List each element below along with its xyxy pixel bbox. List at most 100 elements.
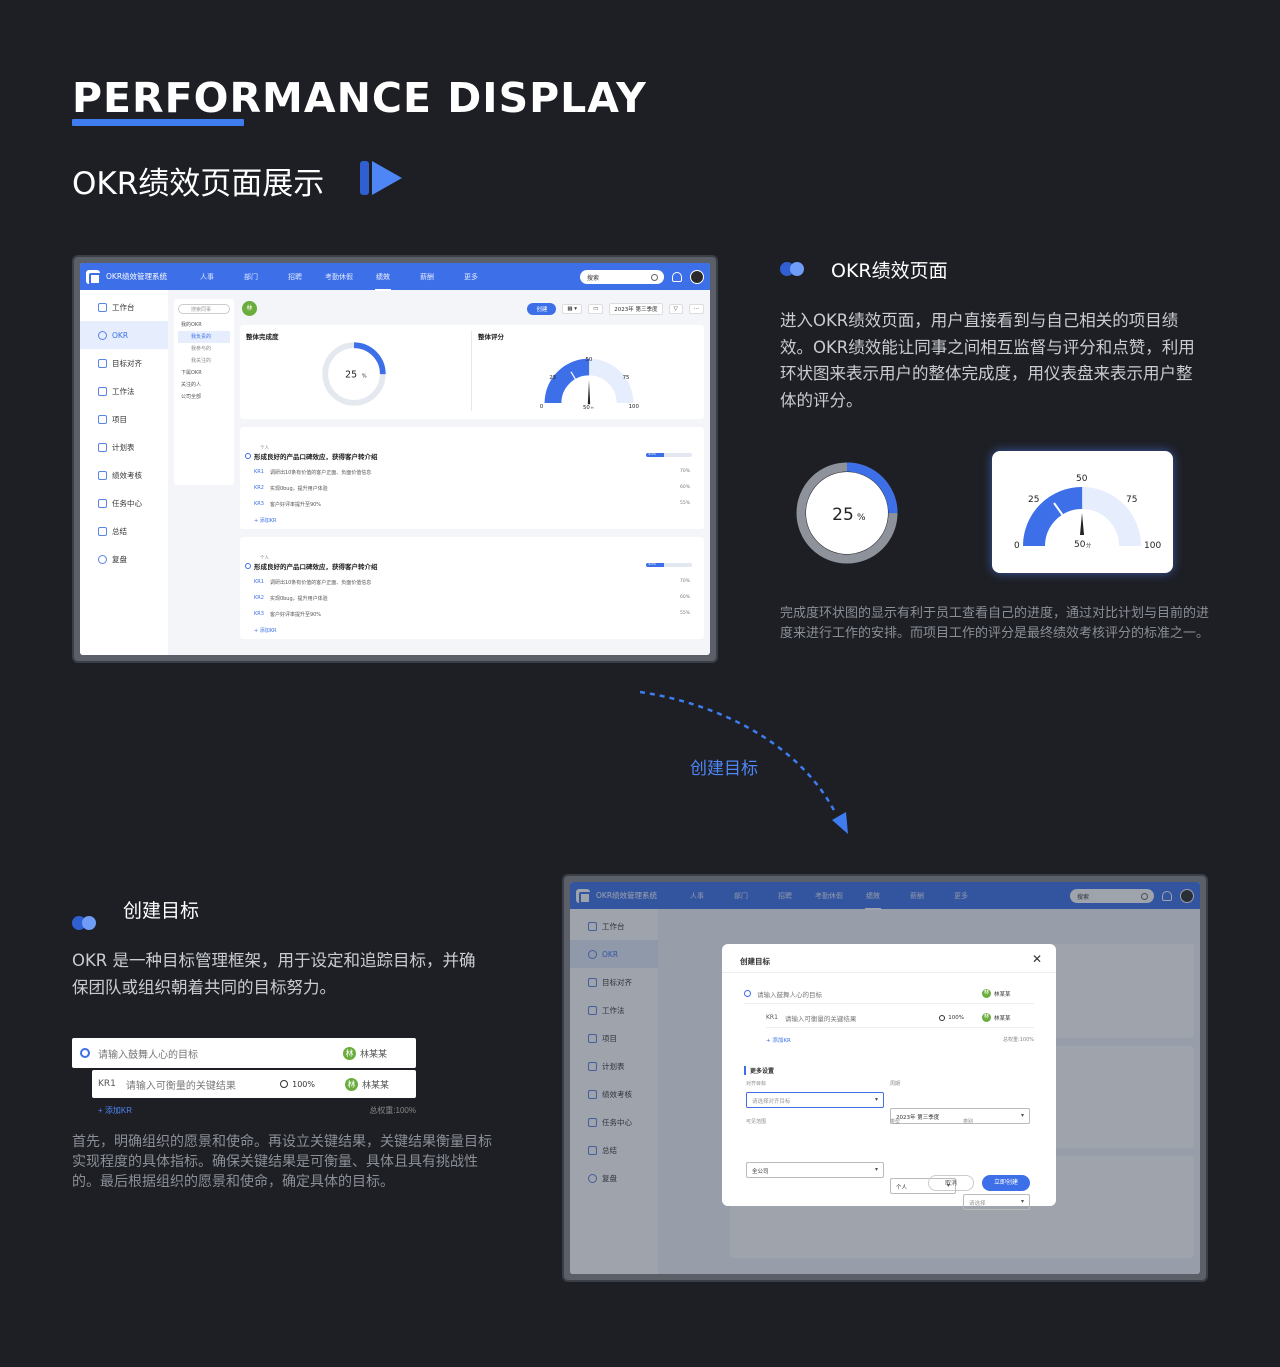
review-icon	[588, 1173, 597, 1183]
category-select[interactable]: 请选择	[963, 1194, 1030, 1210]
objective-input-row[interactable]: 请输入鼓舞人心的目标 林 林某某	[72, 1038, 416, 1068]
nav-item-hr[interactable]: 人事	[690, 891, 705, 900]
comment-icon[interactable]: ▭	[588, 304, 604, 314]
nav-item-attendance[interactable]: 考勤休假	[815, 891, 844, 900]
subnav-followed[interactable]: 我关注的	[191, 358, 212, 364]
subnav-responsible[interactable]: 我负责的	[178, 331, 230, 343]
sidebar-item-okr[interactable]: OKR	[570, 940, 658, 968]
filter-icon[interactable]: ▽	[668, 304, 683, 314]
sidebar-item-okr[interactable]: OKR	[80, 321, 168, 349]
nav-item-performance[interactable]: 绩效	[361, 272, 405, 291]
sidebar-item-align[interactable]: 目标对齐	[80, 349, 168, 377]
align-icon	[588, 977, 597, 987]
app-system-name: OKR绩效管理系统	[596, 891, 658, 900]
type-select[interactable]: 个人	[890, 1178, 956, 1194]
nav-item-recruit[interactable]: 招聘	[778, 891, 793, 900]
nav-item-dept[interactable]: 部门	[734, 891, 749, 900]
objective-progress-bar	[646, 563, 692, 567]
modal-objective-row[interactable]: 请输入鼓舞人心的目标 林 林某某	[744, 984, 1034, 1004]
okr-page-screenshot: OKR绩效管理系统 人事 部门 招聘 考勤休假 绩效 薪酬 更多 搜索 工作台 …	[72, 255, 718, 663]
nav-item-hr[interactable]: 人事	[200, 272, 215, 281]
objective-title[interactable]: 形成良好的产品口碑效应，获得客户转介绍	[254, 563, 378, 571]
sidebar-item-review[interactable]: 复盘	[80, 545, 168, 573]
view-toggle[interactable]: ▦ ▾	[562, 304, 583, 314]
sidebar-item-align[interactable]: 目标对齐	[570, 968, 658, 996]
sidebar-item-project[interactable]: 项目	[80, 405, 168, 433]
bell-icon[interactable]	[672, 271, 682, 282]
subnav-participated[interactable]: 我参与的	[191, 346, 212, 352]
add-kr-link[interactable]: + 添加KR	[98, 1106, 133, 1115]
objective-title[interactable]: 形成良好的产品口碑效应，获得客户转介绍	[254, 453, 378, 461]
scope-select[interactable]: 全公司	[746, 1162, 884, 1178]
rating-tick-100: 100	[629, 404, 640, 409]
sidebar-item-tasks[interactable]: 任务中心	[80, 489, 168, 517]
user-avatar[interactable]	[690, 269, 704, 284]
period-select[interactable]: 2023年 第三季度	[890, 1108, 1030, 1124]
subnav-search-input[interactable]: 搜索同事	[178, 304, 230, 314]
sidebar-item-summary[interactable]: 总结	[80, 517, 168, 545]
gauge-unit: 分	[1086, 542, 1091, 549]
hero-title: PERFORMANCE DISPLAY	[72, 74, 647, 122]
nav-item-salary[interactable]: 薪酬	[420, 272, 435, 281]
sidebar-item-plan[interactable]: 计划表	[80, 433, 168, 461]
sidebar-item-method[interactable]: 工作法	[80, 377, 168, 405]
subnav-my-okr[interactable]: 我的OKR	[181, 322, 202, 328]
modal-kr-row[interactable]: KR1 请输入可衡量的关键结果 100% 林 林某某	[766, 1008, 1034, 1028]
more-icon[interactable]: ···	[688, 304, 704, 314]
nav-item-more[interactable]: 更多	[464, 272, 479, 281]
score-gauge: 0 25 50 75 100 50 分	[1014, 474, 1161, 551]
subnav-followed-people[interactable]: 关注的人	[181, 382, 202, 388]
sidebar-item-tasks[interactable]: 任务中心	[570, 1108, 658, 1136]
sidebar-item-project[interactable]: 项目	[570, 1024, 658, 1052]
objective-input[interactable]: 请输入鼓舞人心的目标	[98, 1049, 198, 1061]
kr-input[interactable]: 请输入可衡量的关键结果	[125, 1080, 236, 1092]
user-avatar[interactable]	[1180, 888, 1194, 903]
sidebar-item-plan[interactable]: 计划表	[570, 1052, 658, 1080]
create-now-button[interactable]: 立即创建	[982, 1175, 1030, 1191]
kr-input-row[interactable]: KR1 请输入可衡量的关键结果 100% 林 林某某	[92, 1070, 416, 1098]
kr-input[interactable]: 请输入可衡量的关键结果	[784, 1014, 857, 1023]
sidebar-item-review[interactable]: 复盘	[570, 1164, 658, 1192]
nav-item-more[interactable]: 更多	[954, 891, 969, 900]
nav-item-salary[interactable]: 薪酬	[910, 891, 925, 900]
align-select[interactable]: 请选择对齐目标	[746, 1092, 884, 1108]
top-search-input[interactable]: 搜索	[580, 269, 664, 284]
nav-item-dept[interactable]: 部门	[244, 272, 259, 281]
cancel-button[interactable]: 取消	[928, 1175, 974, 1191]
nav-item-performance[interactable]: 绩效	[851, 891, 895, 910]
add-kr-link[interactable]: + 添加KR	[766, 1038, 791, 1044]
sidebar-item-appraisal[interactable]: 绩效考核	[80, 461, 168, 489]
create-button[interactable]: 创建	[527, 303, 557, 315]
add-kr-link[interactable]: + 添加KR	[254, 628, 277, 634]
completion-label: 整体完成度	[246, 333, 279, 341]
sidebar-item-appraisal[interactable]: 绩效考核	[570, 1080, 658, 1108]
sidebar-item-workbench[interactable]: 工作台	[570, 912, 658, 940]
nav-item-recruit[interactable]: 招聘	[288, 272, 303, 281]
kr-key: KR1	[766, 1014, 778, 1021]
subnav-subordinate-okr[interactable]: 下属OKR	[181, 370, 202, 376]
okr-main: 林 创建 ▦ ▾ ▭ 2023年 第三季度 ▽ ··· 整体完成度 25 % 整…	[240, 299, 704, 655]
sidebar-item-method[interactable]: 工作法	[570, 996, 658, 1024]
target-icon	[98, 330, 107, 340]
add-kr-link[interactable]: + 添加KR	[254, 518, 277, 524]
subnav-company-all[interactable]: 公司全部	[181, 394, 202, 400]
close-icon[interactable]: ✕	[1031, 952, 1042, 966]
completion-donut-large: 25 %	[796, 462, 898, 564]
sidebar-item-workbench[interactable]: 工作台	[80, 293, 168, 321]
nav-item-attendance[interactable]: 考勤休假	[325, 272, 354, 281]
sidebar-item-summary[interactable]: 总结	[570, 1136, 658, 1164]
bell-icon[interactable]	[1162, 890, 1172, 901]
top-search-input[interactable]: 搜索	[1070, 888, 1154, 903]
user-avatar-small[interactable]: 林	[242, 301, 257, 316]
objective-input[interactable]: 请输入鼓舞人心的目标	[757, 990, 822, 999]
kr-percent: 60%	[679, 485, 690, 490]
period-select[interactable]: 2023年 第三季度	[609, 303, 663, 315]
